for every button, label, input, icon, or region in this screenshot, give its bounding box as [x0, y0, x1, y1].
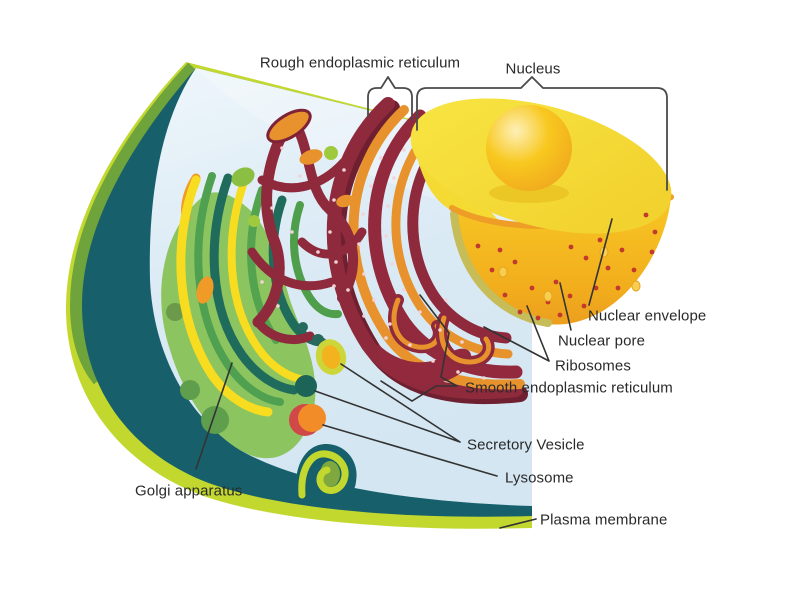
bracket-nucleus — [416, 76, 668, 191]
label-nucleus: Nucleus — [505, 60, 561, 78]
rough-er-shape — [247, 97, 528, 405]
nucleus-shape — [410, 98, 674, 327]
leader-lines — [195, 218, 613, 529]
green-vesicle — [231, 167, 255, 187]
leader-plasma-membrane — [499, 518, 537, 529]
leader-golgi — [195, 362, 233, 470]
label-nuclear-pore: Nuclear pore — [558, 332, 646, 350]
nuclear-droplets — [498, 246, 641, 302]
label-lysosome: Lysosome — [505, 469, 574, 487]
leader-lysosome — [322, 424, 498, 477]
leader-secretory-vesicle — [314, 363, 461, 443]
label-golgi-apparatus: Golgi apparatus — [135, 482, 243, 500]
label-ribosomes: Ribosomes — [555, 357, 631, 375]
teal-vesicle — [298, 322, 308, 332]
lysosome-shape — [289, 404, 326, 436]
label-plasma-membrane: Plasma membrane — [540, 511, 668, 529]
leader-ribosomes — [483, 305, 550, 362]
leader-smooth-er — [380, 294, 458, 402]
nucleolus-shape — [486, 105, 572, 191]
secretory-vesicle-teal-shape — [295, 375, 317, 397]
ribosome-dots — [260, 146, 486, 380]
leader-nuclear-envelope — [588, 218, 613, 306]
label-secretory-vesicle: Secretory Vesicle — [467, 436, 585, 454]
label-rough-endoplasmic-reticulum: Rough endoplasmic reticulum — [259, 54, 461, 72]
nucleolus-shadow — [489, 183, 569, 203]
smooth-er-shape — [377, 294, 495, 385]
plasma-membrane-invagination-shape — [295, 444, 357, 506]
vesicles — [231, 146, 347, 436]
bracket-rough-er — [367, 76, 413, 121]
label-nuclear-envelope: Nuclear envelope — [588, 307, 707, 325]
green-vesicle — [248, 215, 260, 227]
secretory-vesicle-shape — [315, 339, 347, 375]
green-vesicle — [324, 146, 338, 160]
label-smooth-endoplasmic-reticulum: Smooth endoplasmic reticulum — [465, 379, 673, 397]
leader-nuclear-pore — [559, 282, 572, 331]
